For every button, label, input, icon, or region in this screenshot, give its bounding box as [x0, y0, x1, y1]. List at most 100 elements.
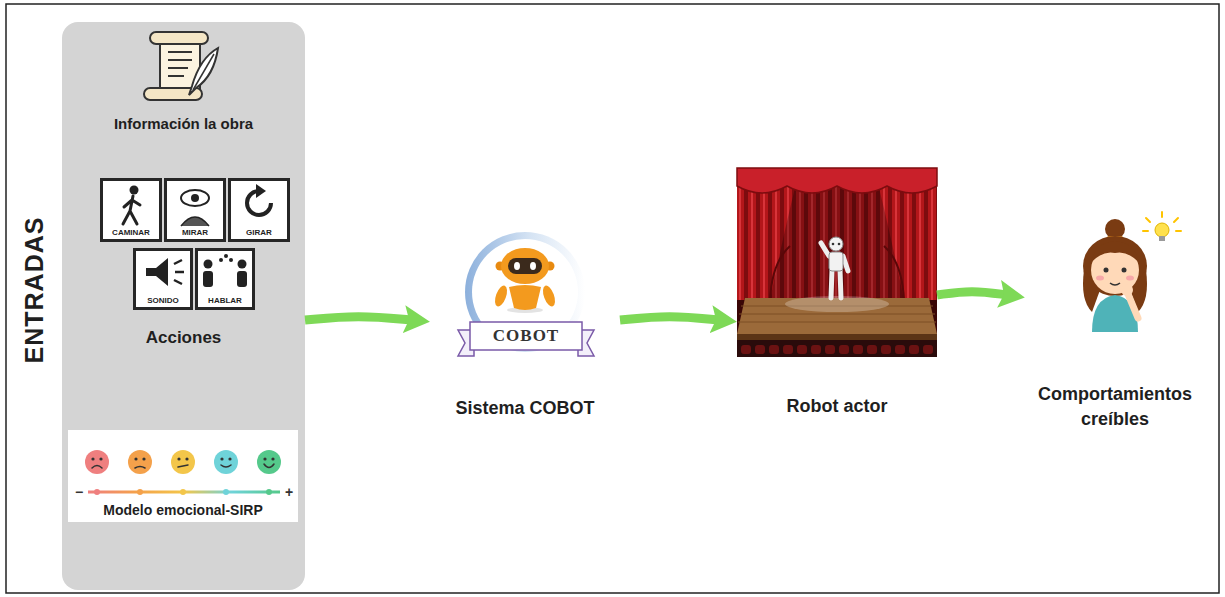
thinking-child	[1121, 284, 1133, 296]
emotion-faces	[171, 450, 195, 474]
flow-arrow	[305, 317, 412, 320]
stage-picture	[737, 340, 937, 357]
group-label: Acciones	[62, 328, 305, 348]
talk-pictogram	[237, 271, 247, 287]
thinking-child	[1159, 236, 1165, 241]
turn-pictogram	[247, 184, 271, 215]
action-icon-ground	[164, 178, 226, 242]
stage-picture	[923, 345, 933, 354]
cobot-logo	[541, 284, 558, 308]
stage-picture	[783, 345, 793, 354]
sound-pictogram	[146, 258, 168, 286]
stage-picture	[737, 168, 937, 357]
flow-arrow	[937, 292, 1007, 295]
emotion-scale-bar	[137, 489, 143, 495]
talk-pictogram	[224, 254, 228, 258]
action-icon: CAMINAR	[100, 178, 162, 242]
emotion-faces	[135, 467, 145, 469]
frame-border	[6, 4, 1219, 593]
stage-picture	[769, 345, 779, 354]
robot-figure	[821, 237, 848, 298]
stage-picture	[853, 345, 863, 354]
action-icon-ground	[100, 178, 162, 242]
system-logo: Sistema COBOTCOBOT	[430, 228, 620, 428]
emotion-faces	[85, 450, 109, 474]
action-label: MIRAR	[167, 228, 223, 238]
action-icon: MIRAR	[164, 178, 226, 242]
action-icon: SONIDO	[133, 248, 193, 310]
scale-plus: +	[285, 485, 293, 499]
thinking-child	[1096, 276, 1104, 281]
emotion-faces	[271, 457, 274, 460]
cobot-logo	[509, 285, 541, 310]
emotion-faces	[257, 450, 281, 474]
emotion-scale-bar	[94, 489, 100, 495]
action-label: CAMINAR	[103, 228, 159, 238]
walk-pictogram	[130, 186, 139, 195]
stage-picture	[909, 345, 919, 354]
thinking-child	[1155, 223, 1169, 237]
emotion-faces	[92, 466, 102, 469]
talk-pictogram	[229, 258, 233, 262]
thinking-child	[1104, 268, 1109, 273]
action-icon: GIRAR	[228, 178, 290, 242]
robot-figure	[829, 237, 843, 251]
emotion-model-box: Modelo emocional-SIRP	[68, 430, 298, 522]
emotion-faces	[134, 457, 137, 460]
cobot-logo	[501, 248, 549, 284]
group-label: Información la obra	[62, 115, 305, 133]
thinking-child	[1090, 242, 1140, 264]
stage-picture	[839, 345, 849, 354]
thinking-child	[1122, 268, 1127, 273]
emotion-scale-bar	[180, 489, 186, 495]
talk-pictogram	[203, 254, 247, 287]
stage-picture	[895, 345, 905, 354]
scale-minus: −	[75, 485, 83, 499]
thinking-child	[1110, 283, 1120, 285]
stage-picture	[737, 168, 937, 357]
action-icon-ground	[228, 178, 290, 242]
action-icon-ground	[133, 248, 193, 310]
sound-pictogram	[146, 258, 184, 286]
emotion-faces	[99, 457, 102, 460]
emotion-scale-bar	[223, 489, 229, 495]
stage-caption: Comportamientos creíbles	[1025, 382, 1205, 432]
walk-pictogram	[123, 196, 140, 224]
stage-picture	[737, 334, 937, 340]
emotion-faces	[85, 450, 281, 474]
cobot-logo	[514, 262, 520, 270]
talk-pictogram	[203, 271, 213, 287]
stage-picture	[755, 345, 765, 354]
script-icon	[150, 32, 208, 44]
stage-image: Robot actor	[737, 168, 937, 425]
emotion-faces	[228, 457, 231, 460]
cobot-logo	[493, 284, 510, 308]
emotion-faces	[185, 457, 188, 460]
stage-picture	[785, 296, 889, 312]
logo-ribbon	[458, 322, 594, 356]
thinking-child	[1083, 212, 1181, 332]
robot-figure	[838, 243, 841, 246]
turn-pictogram	[256, 184, 266, 198]
cobot-logo	[465, 232, 585, 352]
walk-pictogram	[123, 186, 140, 225]
emotion-faces	[214, 450, 238, 474]
stage-picture	[881, 345, 891, 354]
emotion-faces	[221, 465, 231, 467]
emotion-scale-bar	[88, 489, 280, 495]
stage-picture	[825, 345, 835, 354]
emotion-faces	[92, 464, 274, 468]
stage-picture	[797, 345, 807, 354]
talk-pictogram	[219, 258, 223, 262]
connector-group	[305, 292, 1007, 320]
action-label: GIRAR	[231, 228, 287, 238]
action-icon-ground	[100, 178, 290, 310]
action-label: HABLAR	[198, 296, 252, 306]
look-pictogram	[181, 217, 209, 226]
emotion-faces	[178, 465, 188, 467]
thinking-child	[1143, 212, 1181, 231]
thinking-child	[1092, 295, 1138, 332]
stage-picture	[770, 246, 790, 300]
talk-pictogram	[204, 260, 213, 269]
